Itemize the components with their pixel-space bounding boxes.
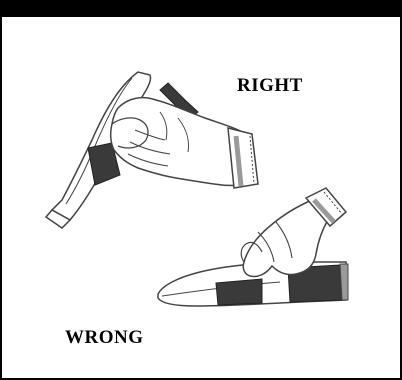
wrong-grip-illustration bbox=[158, 188, 348, 306]
wrong-label: WRONG bbox=[65, 327, 144, 349]
right-glove-cuff bbox=[228, 128, 258, 188]
wrong-left-grip-pad bbox=[216, 279, 262, 305]
right-label: RIGHT bbox=[237, 75, 303, 97]
right-grip-illustration bbox=[46, 72, 258, 228]
